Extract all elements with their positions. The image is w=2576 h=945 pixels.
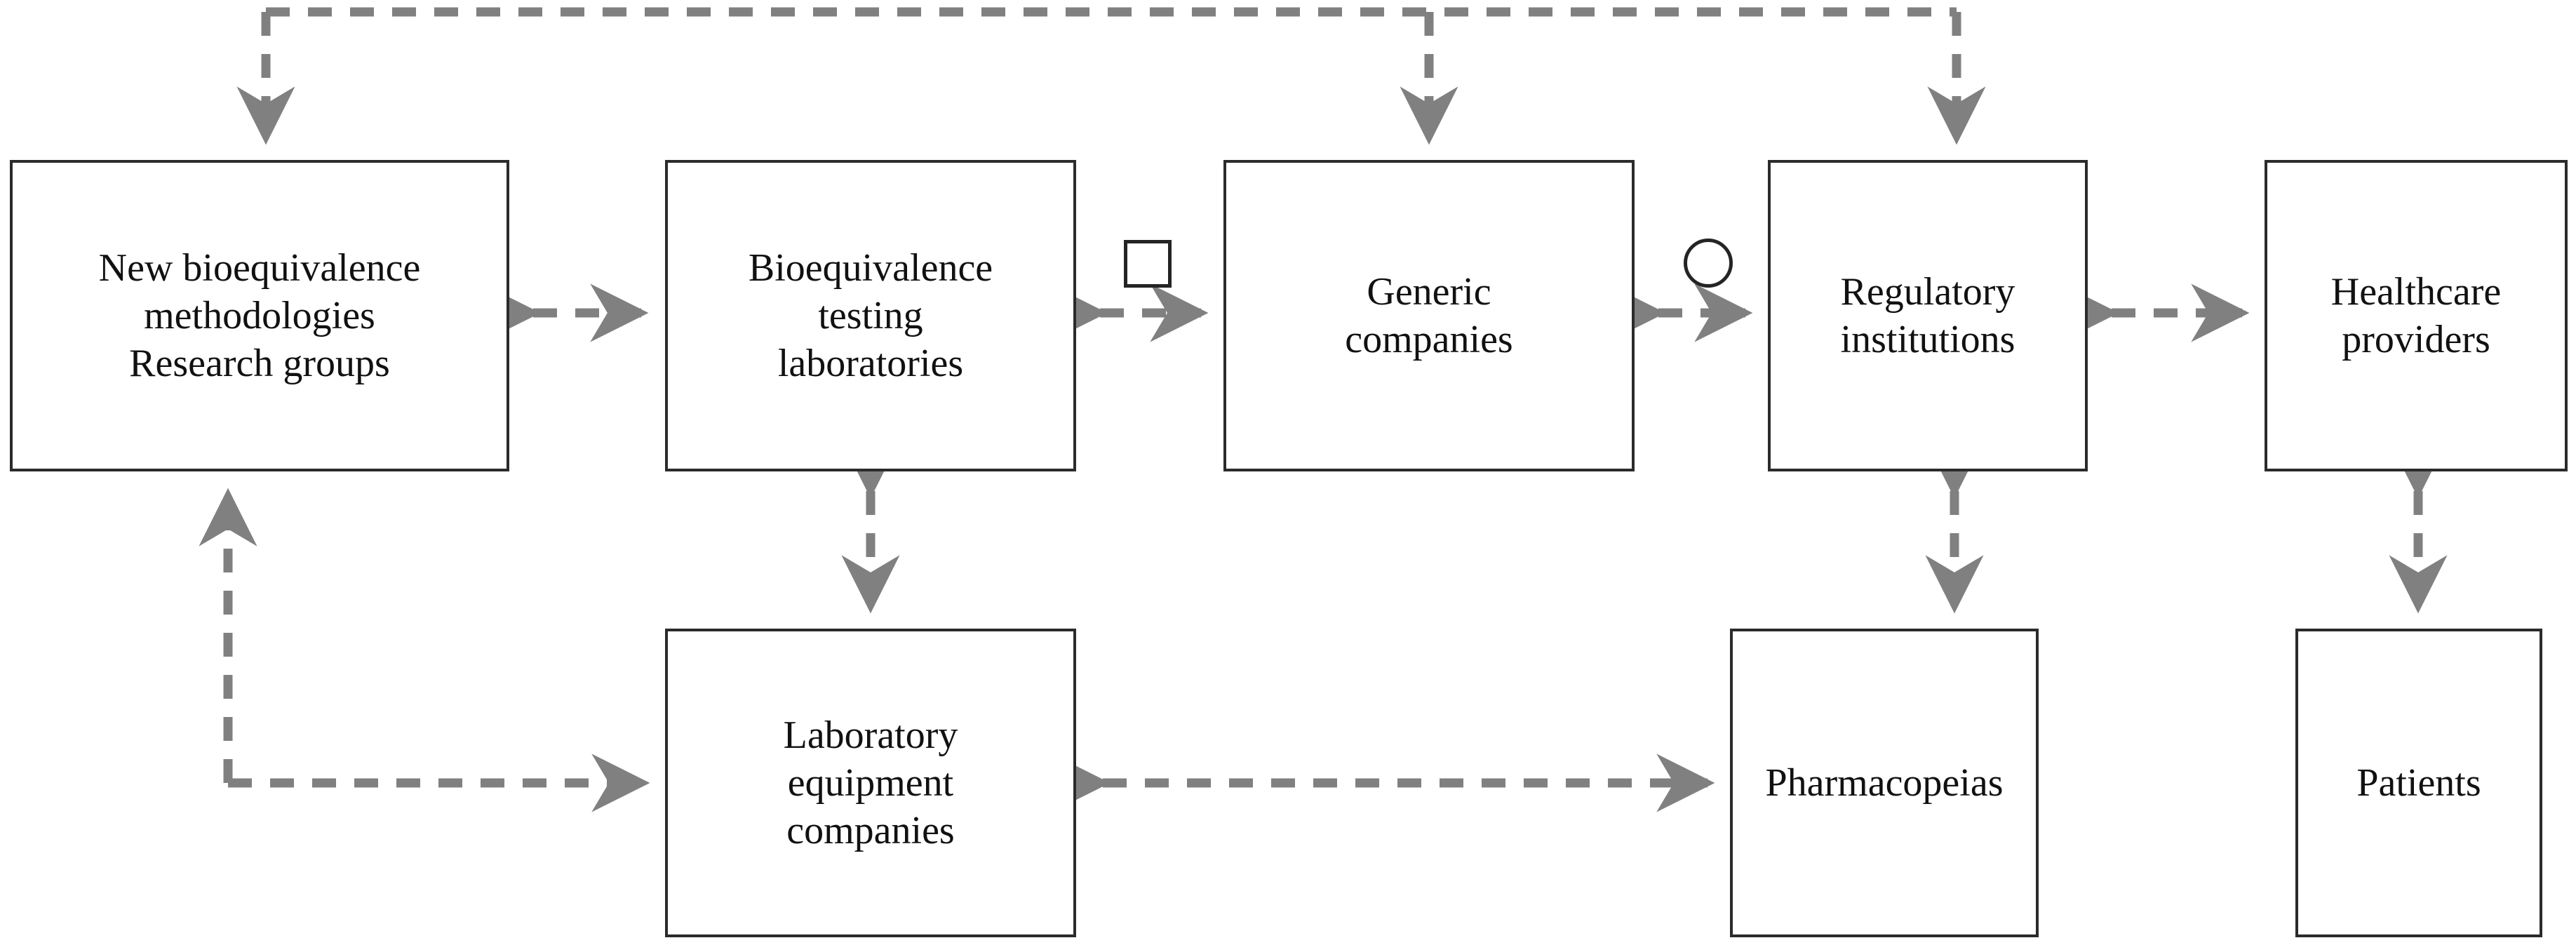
node-bioequivalence-testing-laboratories[interactable]: Bioequivalence testing laboratories	[665, 160, 1076, 471]
node-healthcare-providers[interactable]: Healthcare providers	[2265, 160, 2568, 471]
node-label: Bioequivalence testing laboratories	[748, 246, 993, 386]
node-label: Healthcare providers	[2330, 269, 2502, 361]
square-marker-icon	[1124, 240, 1172, 288]
node-generic-companies[interactable]: Generic companies	[1223, 160, 1635, 471]
node-research-groups[interactable]: New bioequivalence methodologies Researc…	[10, 160, 509, 471]
edge-research-equipment	[199, 488, 650, 812]
node-pharmacopeias[interactable]: Pharmacopeias	[1730, 629, 2039, 937]
node-label: Patients	[2356, 760, 2481, 805]
node-label: Regulatory institutions	[1840, 269, 2015, 361]
node-label: Pharmacopeias	[1765, 760, 2004, 805]
node-laboratory-equipment-companies[interactable]: Laboratory equipment companies	[665, 629, 1076, 937]
node-label: New bioequivalence methodologies Researc…	[98, 246, 421, 386]
circle-marker-icon	[1684, 239, 1733, 288]
node-regulatory-institutions[interactable]: Regulatory institutions	[1768, 160, 2088, 471]
node-patients[interactable]: Patients	[2295, 629, 2542, 937]
node-label: Generic companies	[1345, 269, 1513, 361]
node-label: Laboratory equipment companies	[783, 713, 958, 853]
